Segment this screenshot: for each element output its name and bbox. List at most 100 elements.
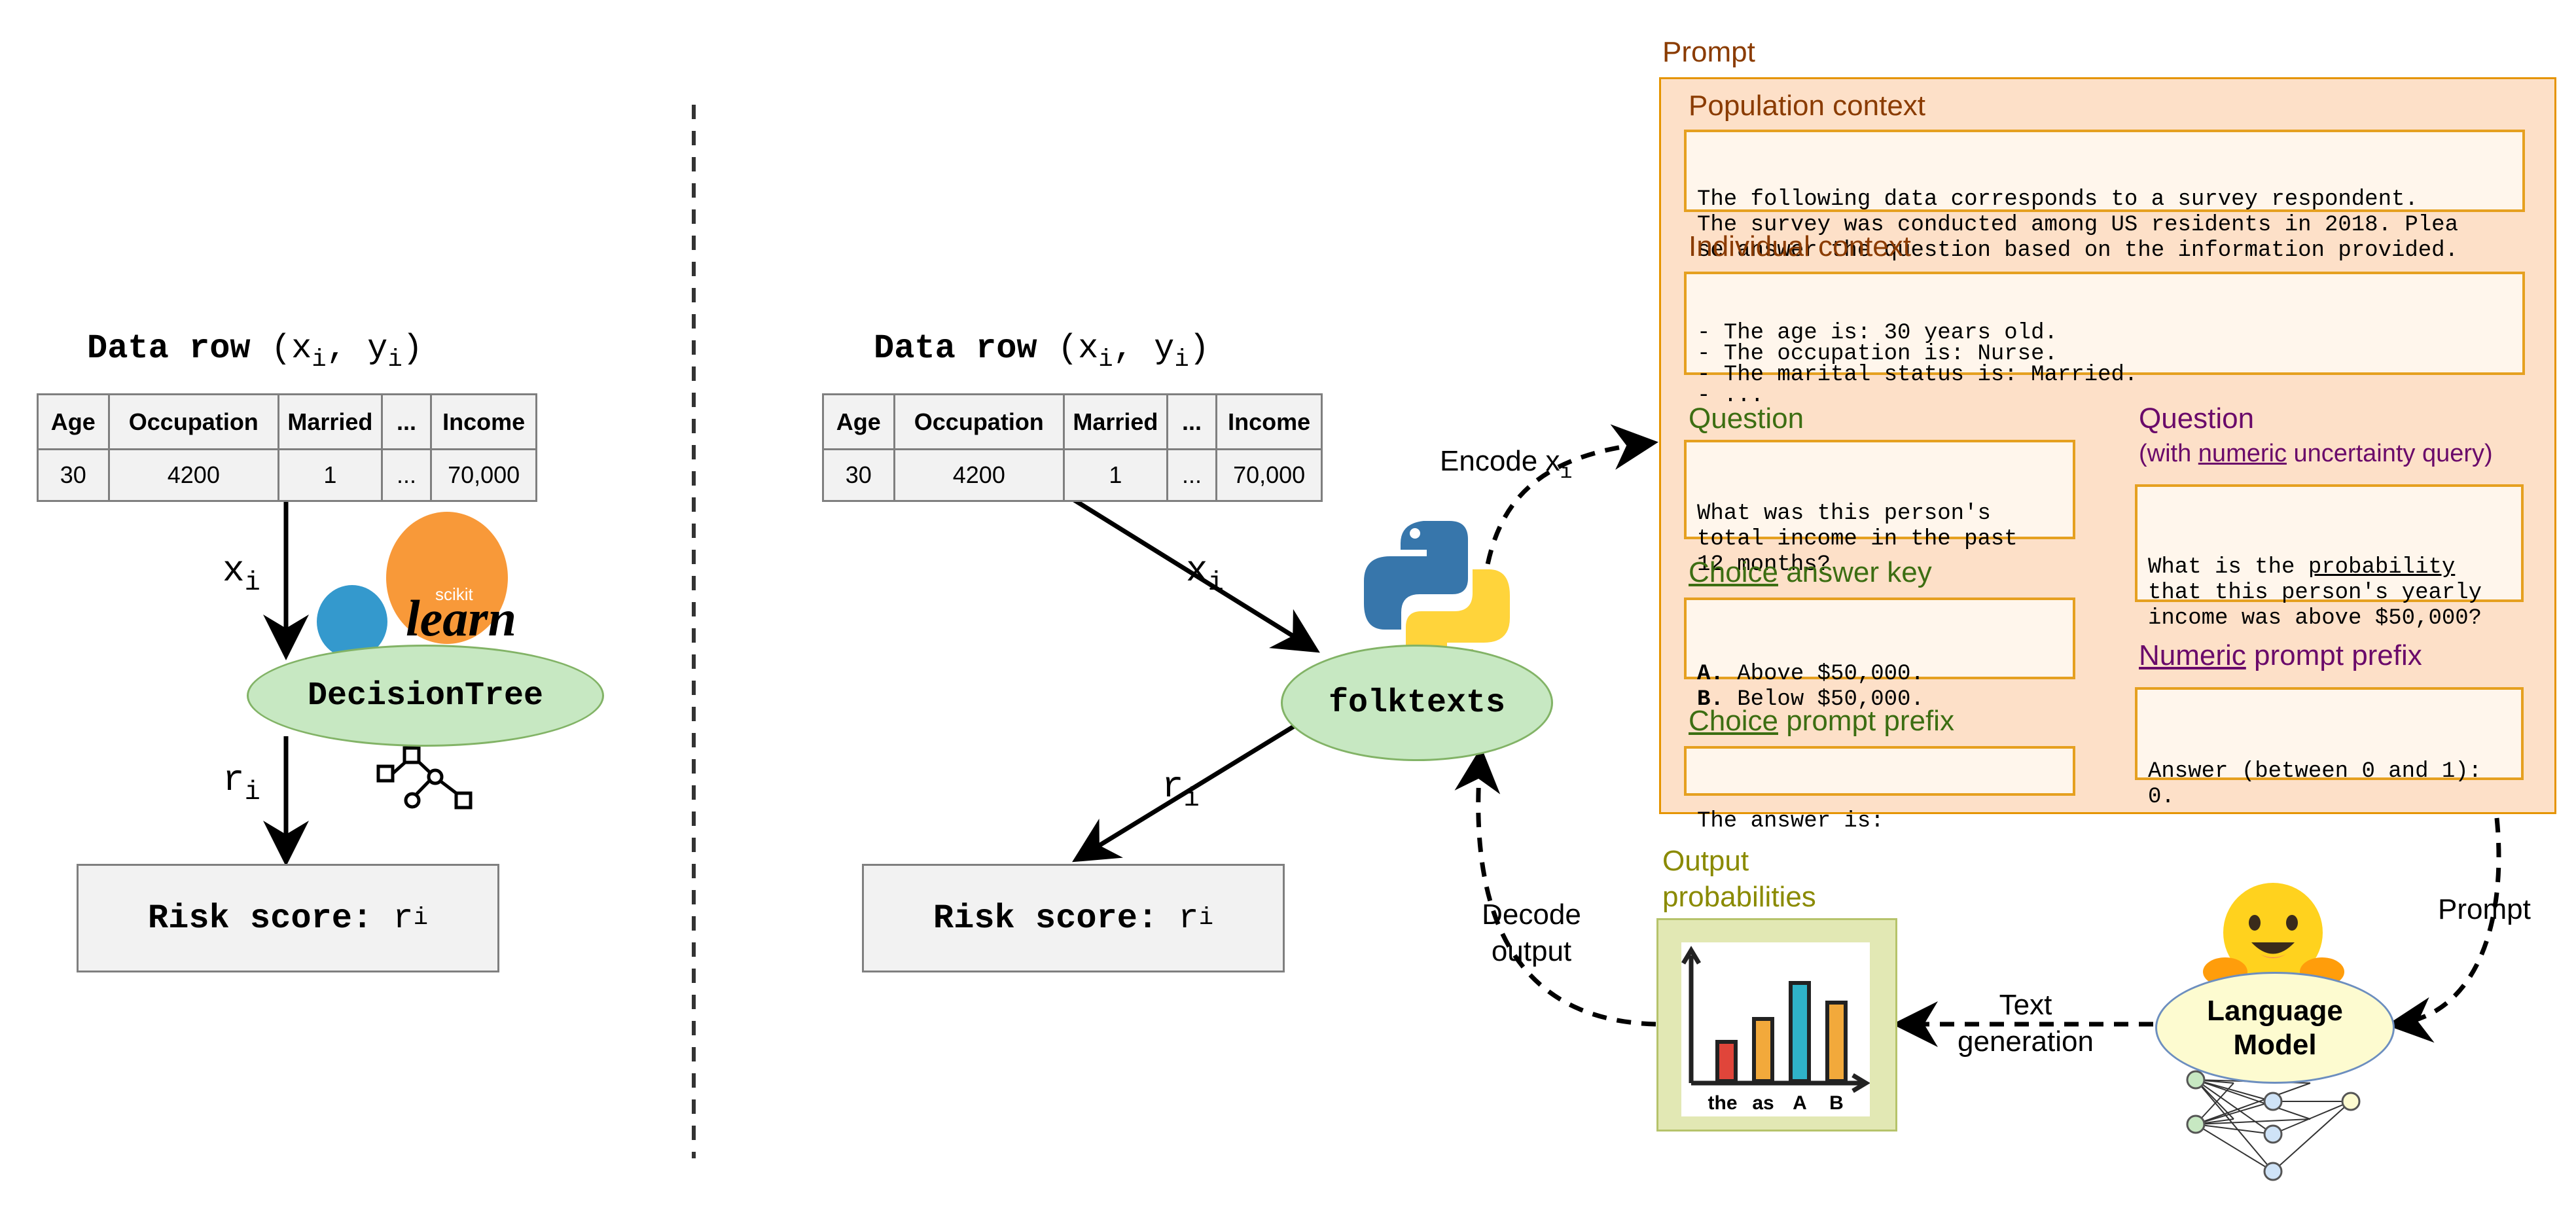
output-title-line2: probabilities [1662,881,1816,913]
text-generation-label: Text generation [1937,987,2114,1060]
individual-context-title: Individual context [1689,230,1911,262]
neural-network-icon [2186,1070,2361,1181]
numeric-q-line1-pre: What is the [2148,555,2308,580]
left-title-sub2: i [387,346,402,374]
population-context-title: Population context [1689,90,1926,122]
language-model-node: Language Model [2155,972,2395,1084]
numeric-sub-post: uncertainty query) [2286,440,2493,467]
left-r-sub: i [244,777,260,808]
table-header: ... [1166,393,1218,450]
choice-b-letter: B. [1697,687,1724,712]
table-cell: ... [1166,448,1218,502]
table-header: Married [277,393,383,450]
bar-label-B: B [1829,1092,1844,1114]
table-header-row: Age Occupation Married ... Income [822,393,1323,450]
numeric-q-line1-underlined: probability [2308,555,2456,580]
right-r-label: ri [1162,766,1200,814]
table-cell: 30 [37,448,110,502]
choice-prompt-prefix-title: Choice prompt prefix [1689,705,1954,738]
table-cell: 1 [277,448,383,502]
numeric-sub-underlined: numeric [2198,440,2287,467]
left-x-sub: i [244,568,260,599]
bar-label-the: the [1708,1092,1738,1114]
table-row: 30 4200 1 ... 70,000 [37,448,537,502]
table-cell: 4200 [893,448,1065,502]
individual-line: - ... [1697,383,1764,408]
left-title-mid: , y [326,329,388,368]
choice-answer-key-box: A. Above $50,000.B. Below $50,000. [1684,597,2075,712]
table-cell: ... [380,448,433,502]
numeric-question-title: Question [2139,402,2255,435]
table-header: Married [1063,393,1168,450]
lm-line2: Model [2233,1028,2317,1061]
folktexts-label: folktexts [1328,684,1506,722]
right-x-label: xi [1186,550,1224,598]
nn-node [2263,1162,2283,1181]
decode-label: Decode output [1466,897,1597,970]
encode-text: Encode x [1440,445,1560,477]
right-title-sub1: i [1098,346,1113,374]
table-cell: 4200 [107,448,280,502]
nn-node [2263,1124,2283,1144]
individual-line: - The occupation is: Nurse. [1697,342,2058,366]
decision-tree-node: DecisionTree [247,645,604,747]
nn-edge [2195,1101,2274,1125]
bar-label-A: A [1793,1092,1807,1114]
output-title-line1: Output [1662,845,1749,877]
right-arrow-x [1071,497,1320,653]
left-data-table: Age Occupation Married ... Income 30 420… [37,393,537,502]
right-r-var: r [1162,766,1184,808]
table-header: ... [380,393,433,450]
choice-a-text: Above $50,000. [1723,662,1924,686]
right-arrow-r [1072,721,1300,863]
right-title-paren: (x [1057,329,1099,368]
decision-tree-label: DecisionTree [307,677,544,715]
left-r-label: ri [223,759,260,808]
nn-edge [2195,1079,2274,1102]
left-title-end: ) [402,329,423,368]
decode-arrow [1454,747,1656,1027]
choice-b-text: Below $50,000. [1723,687,1924,712]
nn-edge [2272,1101,2352,1172]
left-x-label: xi [223,550,260,598]
choice-prompt-prefix-box: The answer is: [1684,746,2075,834]
table-header: Income [430,393,537,450]
bar-the [1715,1040,1738,1083]
choice-answer-key-title: Choice answer key [1689,556,1932,589]
table-cell: 30 [822,448,895,502]
text-gen-line2: generation [1958,1025,2094,1058]
right-title-sub2: i [1174,346,1189,374]
right-title-mid: , y [1113,329,1175,368]
text-gen-line1: Text [1999,989,2052,1021]
question-title: Question [1689,402,1804,435]
right-x-var: x [1186,550,1208,592]
left-data-row-title: Data row (xi, yi) [87,329,423,374]
population-line: The following data corresponds to a surv… [1697,187,2418,212]
population-context-box: The following data corresponds to a surv… [1684,130,2525,263]
numeric-q-line2: that this person's yearly [2148,580,2482,605]
output-title: Output probabilities [1662,843,1816,915]
left-title-sub1: i [312,346,327,374]
choice-a-line: A. Above $50,000. [1697,662,2062,687]
numeric-prefix-line: 0. [2148,785,2175,810]
hugging-face-icon [2203,883,2344,986]
table-cell: 1 [1063,448,1168,502]
choice-key-underlined: Choice [1689,556,1778,588]
table-header-row: Age Occupation Married ... Income [37,393,537,450]
folktexts-node: folktexts [1281,645,1553,761]
table-header: Occupation [893,393,1065,450]
nn-node [2186,1114,2206,1134]
right-r-sub: i [1183,784,1200,815]
individual-context-box: - The age is: 30 years old.- The occupat… [1684,272,2525,407]
nn-edge [2195,1079,2311,1120]
individual-line: - The age is: 30 years old. [1697,321,2058,346]
numeric-prefix-rest: prompt prefix [2245,639,2422,671]
nn-edge [2195,1079,2274,1172]
prompt-arrow-label: Prompt [2438,893,2531,925]
choice-key-rest: answer key [1778,556,1932,588]
nn-node [2341,1092,2361,1111]
sklearn-logo-icon [317,512,508,658]
